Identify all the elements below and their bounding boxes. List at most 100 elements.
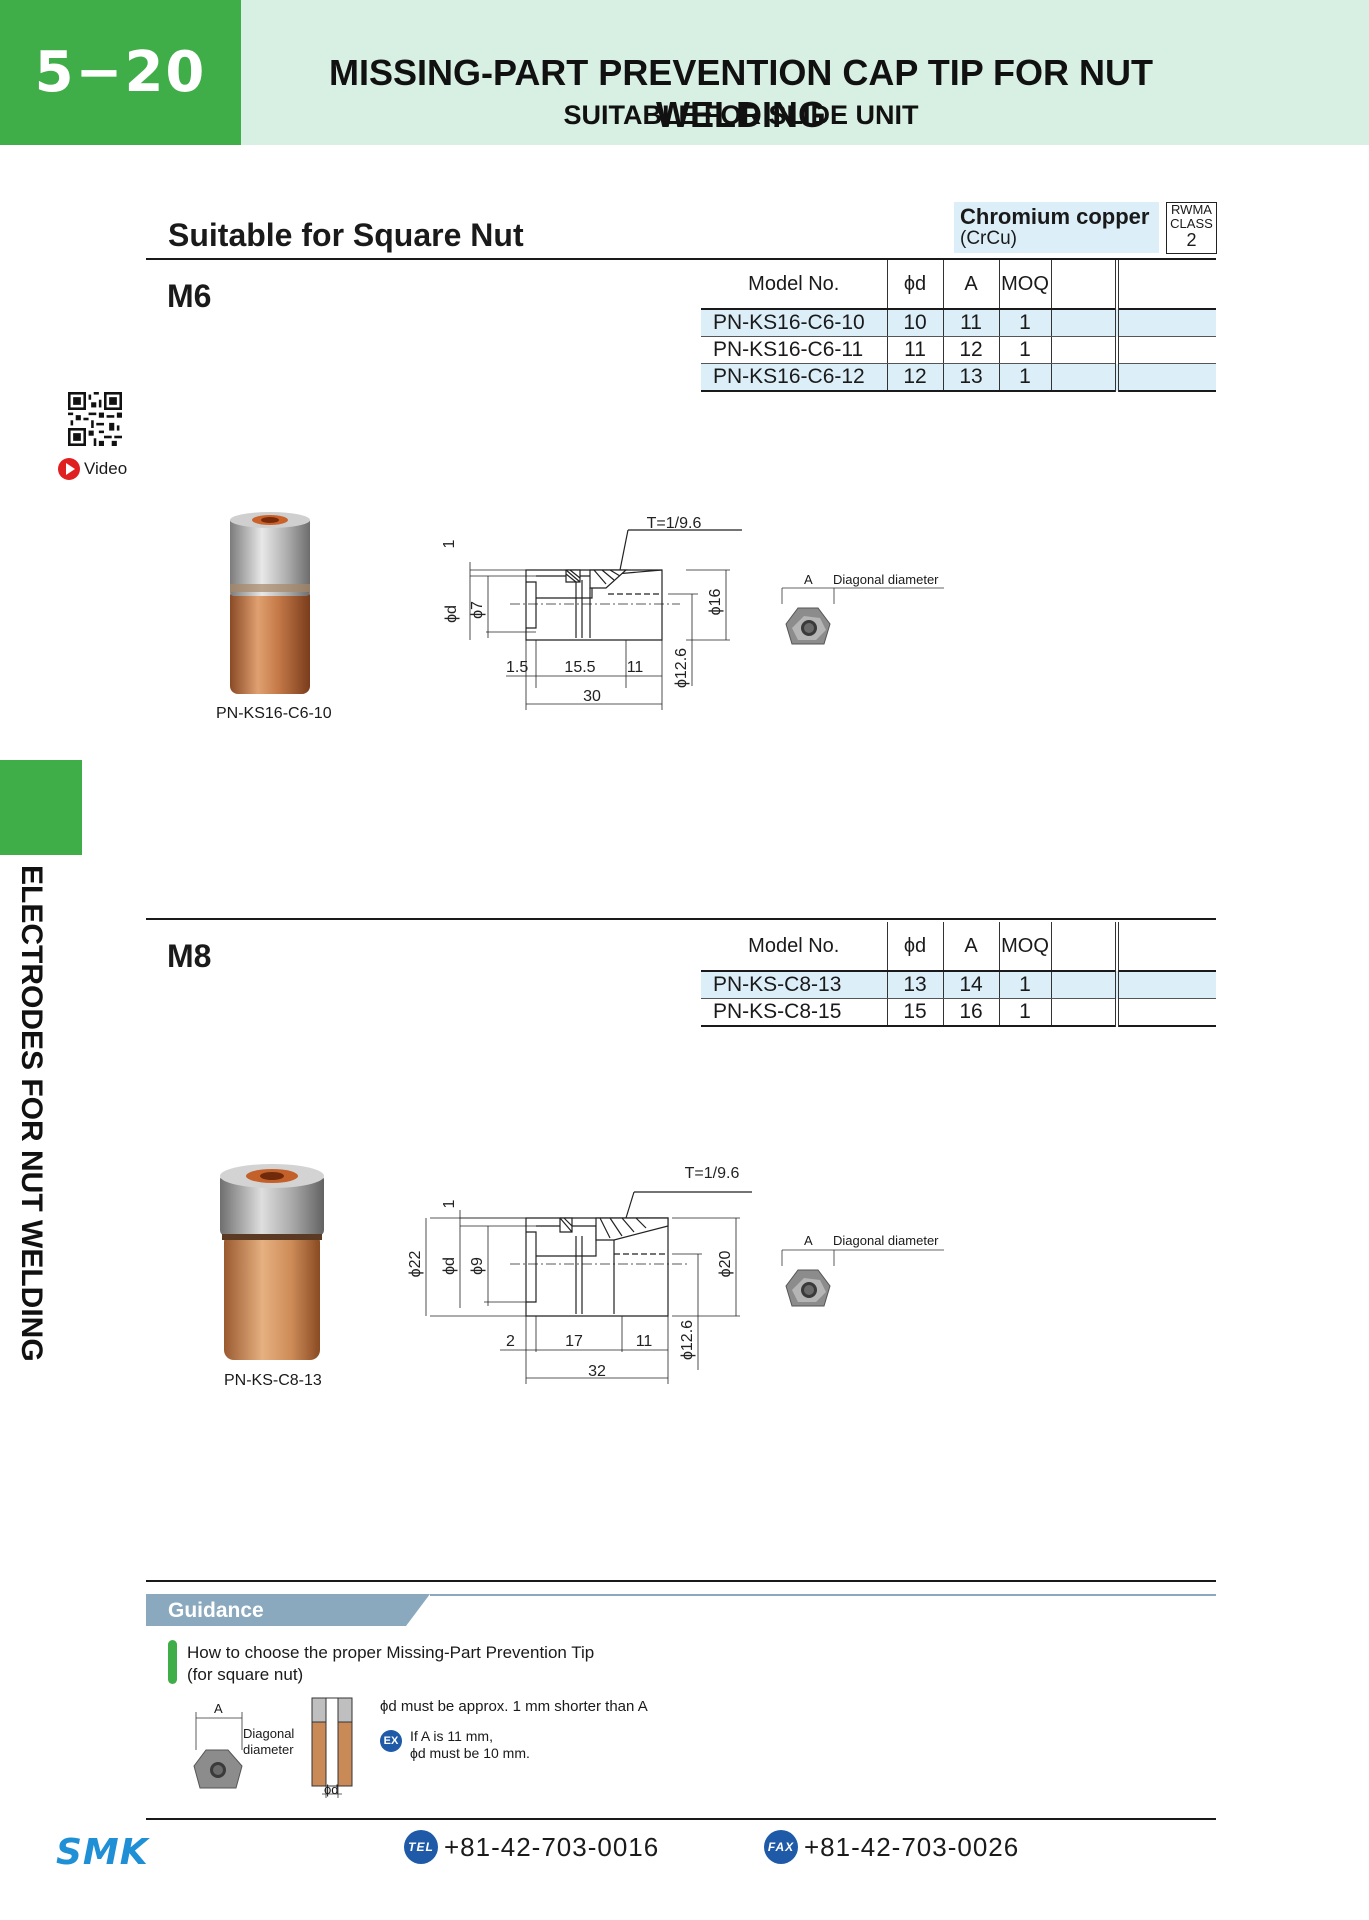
phid-cell: 13 <box>886 971 943 999</box>
guidance-example-1: If A is 11 mm, <box>410 1728 493 1744</box>
m8-dim-phid: ϕd <box>441 1257 458 1275</box>
m8-dim-2: 2 <box>506 1333 515 1350</box>
m6-nut-a: A <box>804 572 813 587</box>
tip-section-icon <box>311 1697 353 1798</box>
m6-dim-1-5: 1.5 <box>506 659 528 676</box>
blank-cell <box>1050 363 1117 392</box>
blank-cell <box>1115 363 1216 392</box>
model-cell: PN-KS16-C6-10 <box>701 309 887 337</box>
table-header-row: Model No. ϕd A MOQ <box>701 922 1216 972</box>
m8-dim-1: 1 <box>441 1199 458 1208</box>
m6-photo-caption: PN-KS16-C6-10 <box>216 705 332 722</box>
m6-nut-figure <box>781 587 944 645</box>
table-row[interactable]: PN-KS-C8-15 15 16 1 <box>701 998 1216 1027</box>
m6-dim-phid: ϕd <box>443 605 460 623</box>
m8-dim-taper: T=1/9.6 <box>685 1165 740 1182</box>
m8-dim-phi22: ϕ22 <box>407 1251 424 1278</box>
blank-cell <box>1050 336 1117 364</box>
section-title: Suitable for Square Nut <box>168 217 524 253</box>
page-number: 5−20 <box>0 0 241 145</box>
material-name: Chromium copper <box>960 204 1150 229</box>
m8-dim-phi20: ϕ20 <box>717 1251 734 1278</box>
footer-divider <box>146 1818 1216 1820</box>
m6-dim-taper: T=1/9.6 <box>647 515 702 532</box>
moq-cell: 1 <box>998 336 1051 364</box>
tel-number[interactable]: +81-42-703-0016 <box>444 1831 660 1862</box>
guidance-fig-diag-2: diameter <box>243 1742 294 1757</box>
m6-dim-phi126: ϕ12.6 <box>673 648 690 688</box>
moq-cell: 1 <box>998 363 1051 392</box>
guidance-banner <box>146 1594 1216 1626</box>
m8-technical-drawing: T=1/9.6 1 ϕ22 ϕd ϕ9 ϕ20 ϕ12.6 2 17 11 32 <box>407 1165 752 1384</box>
nut-icon <box>193 1749 243 1789</box>
material-box <box>954 202 1159 253</box>
guidance-rule: ϕd must be approx. 1 mm shorter than A <box>380 1698 648 1715</box>
moq-cell: 1 <box>998 309 1051 337</box>
blank-cell <box>1115 971 1216 999</box>
qr-code-icon[interactable] <box>68 392 122 446</box>
blank-cell <box>1115 998 1216 1027</box>
side-tab-marker <box>0 760 82 855</box>
blank-cell <box>1050 309 1117 337</box>
col-blank <box>1050 922 1117 972</box>
rwma-label: RWMA <box>1171 202 1212 217</box>
m8-divider <box>146 918 1216 920</box>
model-cell: PN-KS-C8-15 <box>701 998 887 1027</box>
guidance-fig-phid: ϕd <box>324 1782 339 1797</box>
guidance-fig-diag-1: Diagonal <box>243 1726 295 1741</box>
m6-dim-11: 11 <box>627 659 644 676</box>
col-model: Model No. <box>701 260 887 310</box>
tel-icon: TEL <box>404 1830 438 1864</box>
video-link[interactable]: Video <box>58 458 127 480</box>
m6-dim-15-5: 15.5 <box>564 659 595 676</box>
guidance-fig-a: A <box>214 1701 223 1716</box>
m6-spec-table: Model No. ϕd A MOQ PN-KS16-C6-10 10 11 1… <box>701 260 1216 392</box>
guidance-example-2: ϕd must be 10 mm. <box>410 1745 530 1761</box>
table-row[interactable]: PN-KS16-C6-10 10 11 1 <box>701 309 1216 337</box>
phid-cell: 11 <box>886 336 943 364</box>
m8-label: M8 <box>167 938 212 974</box>
guidance-bullet <box>168 1640 177 1684</box>
m6-product-photo <box>230 512 310 694</box>
a-cell: 16 <box>942 998 999 1027</box>
m8-dim-phi126: ϕ12.6 <box>679 1320 696 1360</box>
table-row[interactable]: PN-KS-C8-13 13 14 1 <box>701 971 1216 999</box>
m8-nut-diagonal: Diagonal diameter <box>833 1233 939 1248</box>
m8-dim-32: 32 <box>588 1363 606 1380</box>
table-row[interactable]: PN-KS16-C6-11 11 12 1 <box>701 336 1216 364</box>
phid-cell: 10 <box>886 309 943 337</box>
company-logo: SMK <box>56 1832 149 1873</box>
col-moq: MOQ <box>998 260 1051 310</box>
guidance-title: Guidance <box>168 1599 264 1622</box>
blank-cell <box>1050 971 1117 999</box>
table-header-row: Model No. ϕd A MOQ <box>701 260 1216 310</box>
m8-nut-a: A <box>804 1233 813 1248</box>
m8-spec-table: Model No. ϕd A MOQ PN-KS-C8-13 13 14 1 P… <box>701 922 1216 1027</box>
blank-cell <box>1050 998 1117 1027</box>
example-icon: EX <box>380 1730 402 1752</box>
m6-dim-phi7: ϕ7 <box>469 601 486 619</box>
col-blank-2 <box>1115 260 1216 310</box>
moq-cell: 1 <box>998 971 1051 999</box>
model-cell: PN-KS16-C6-11 <box>701 336 887 364</box>
a-cell: 12 <box>942 336 999 364</box>
moq-cell: 1 <box>998 998 1051 1027</box>
blank-cell <box>1115 336 1216 364</box>
fax-icon: FAX <box>764 1830 798 1864</box>
fax-number[interactable]: +81-42-703-0026 <box>804 1831 1020 1862</box>
table-row[interactable]: PN-KS16-C6-12 12 13 1 <box>701 363 1216 392</box>
col-a: A <box>942 922 999 972</box>
a-cell: 14 <box>942 971 999 999</box>
col-moq: MOQ <box>998 922 1051 972</box>
col-blank-2 <box>1115 922 1216 972</box>
m6-dim-phi16: ϕ16 <box>707 589 724 616</box>
side-tab-label: ELECTRODES FOR NUT WELDING <box>15 865 48 1362</box>
col-a: A <box>942 260 999 310</box>
material-code: (CrCu) <box>960 228 1017 249</box>
nut-icon <box>785 607 831 645</box>
col-phid: ϕd <box>886 922 943 972</box>
m6-nut-diagonal: Diagonal diameter <box>833 572 939 587</box>
rwma-class-value: 2 <box>1186 230 1197 250</box>
footer-tel: TEL +81-42-703-0016 <box>404 1830 659 1864</box>
col-blank <box>1050 260 1117 310</box>
